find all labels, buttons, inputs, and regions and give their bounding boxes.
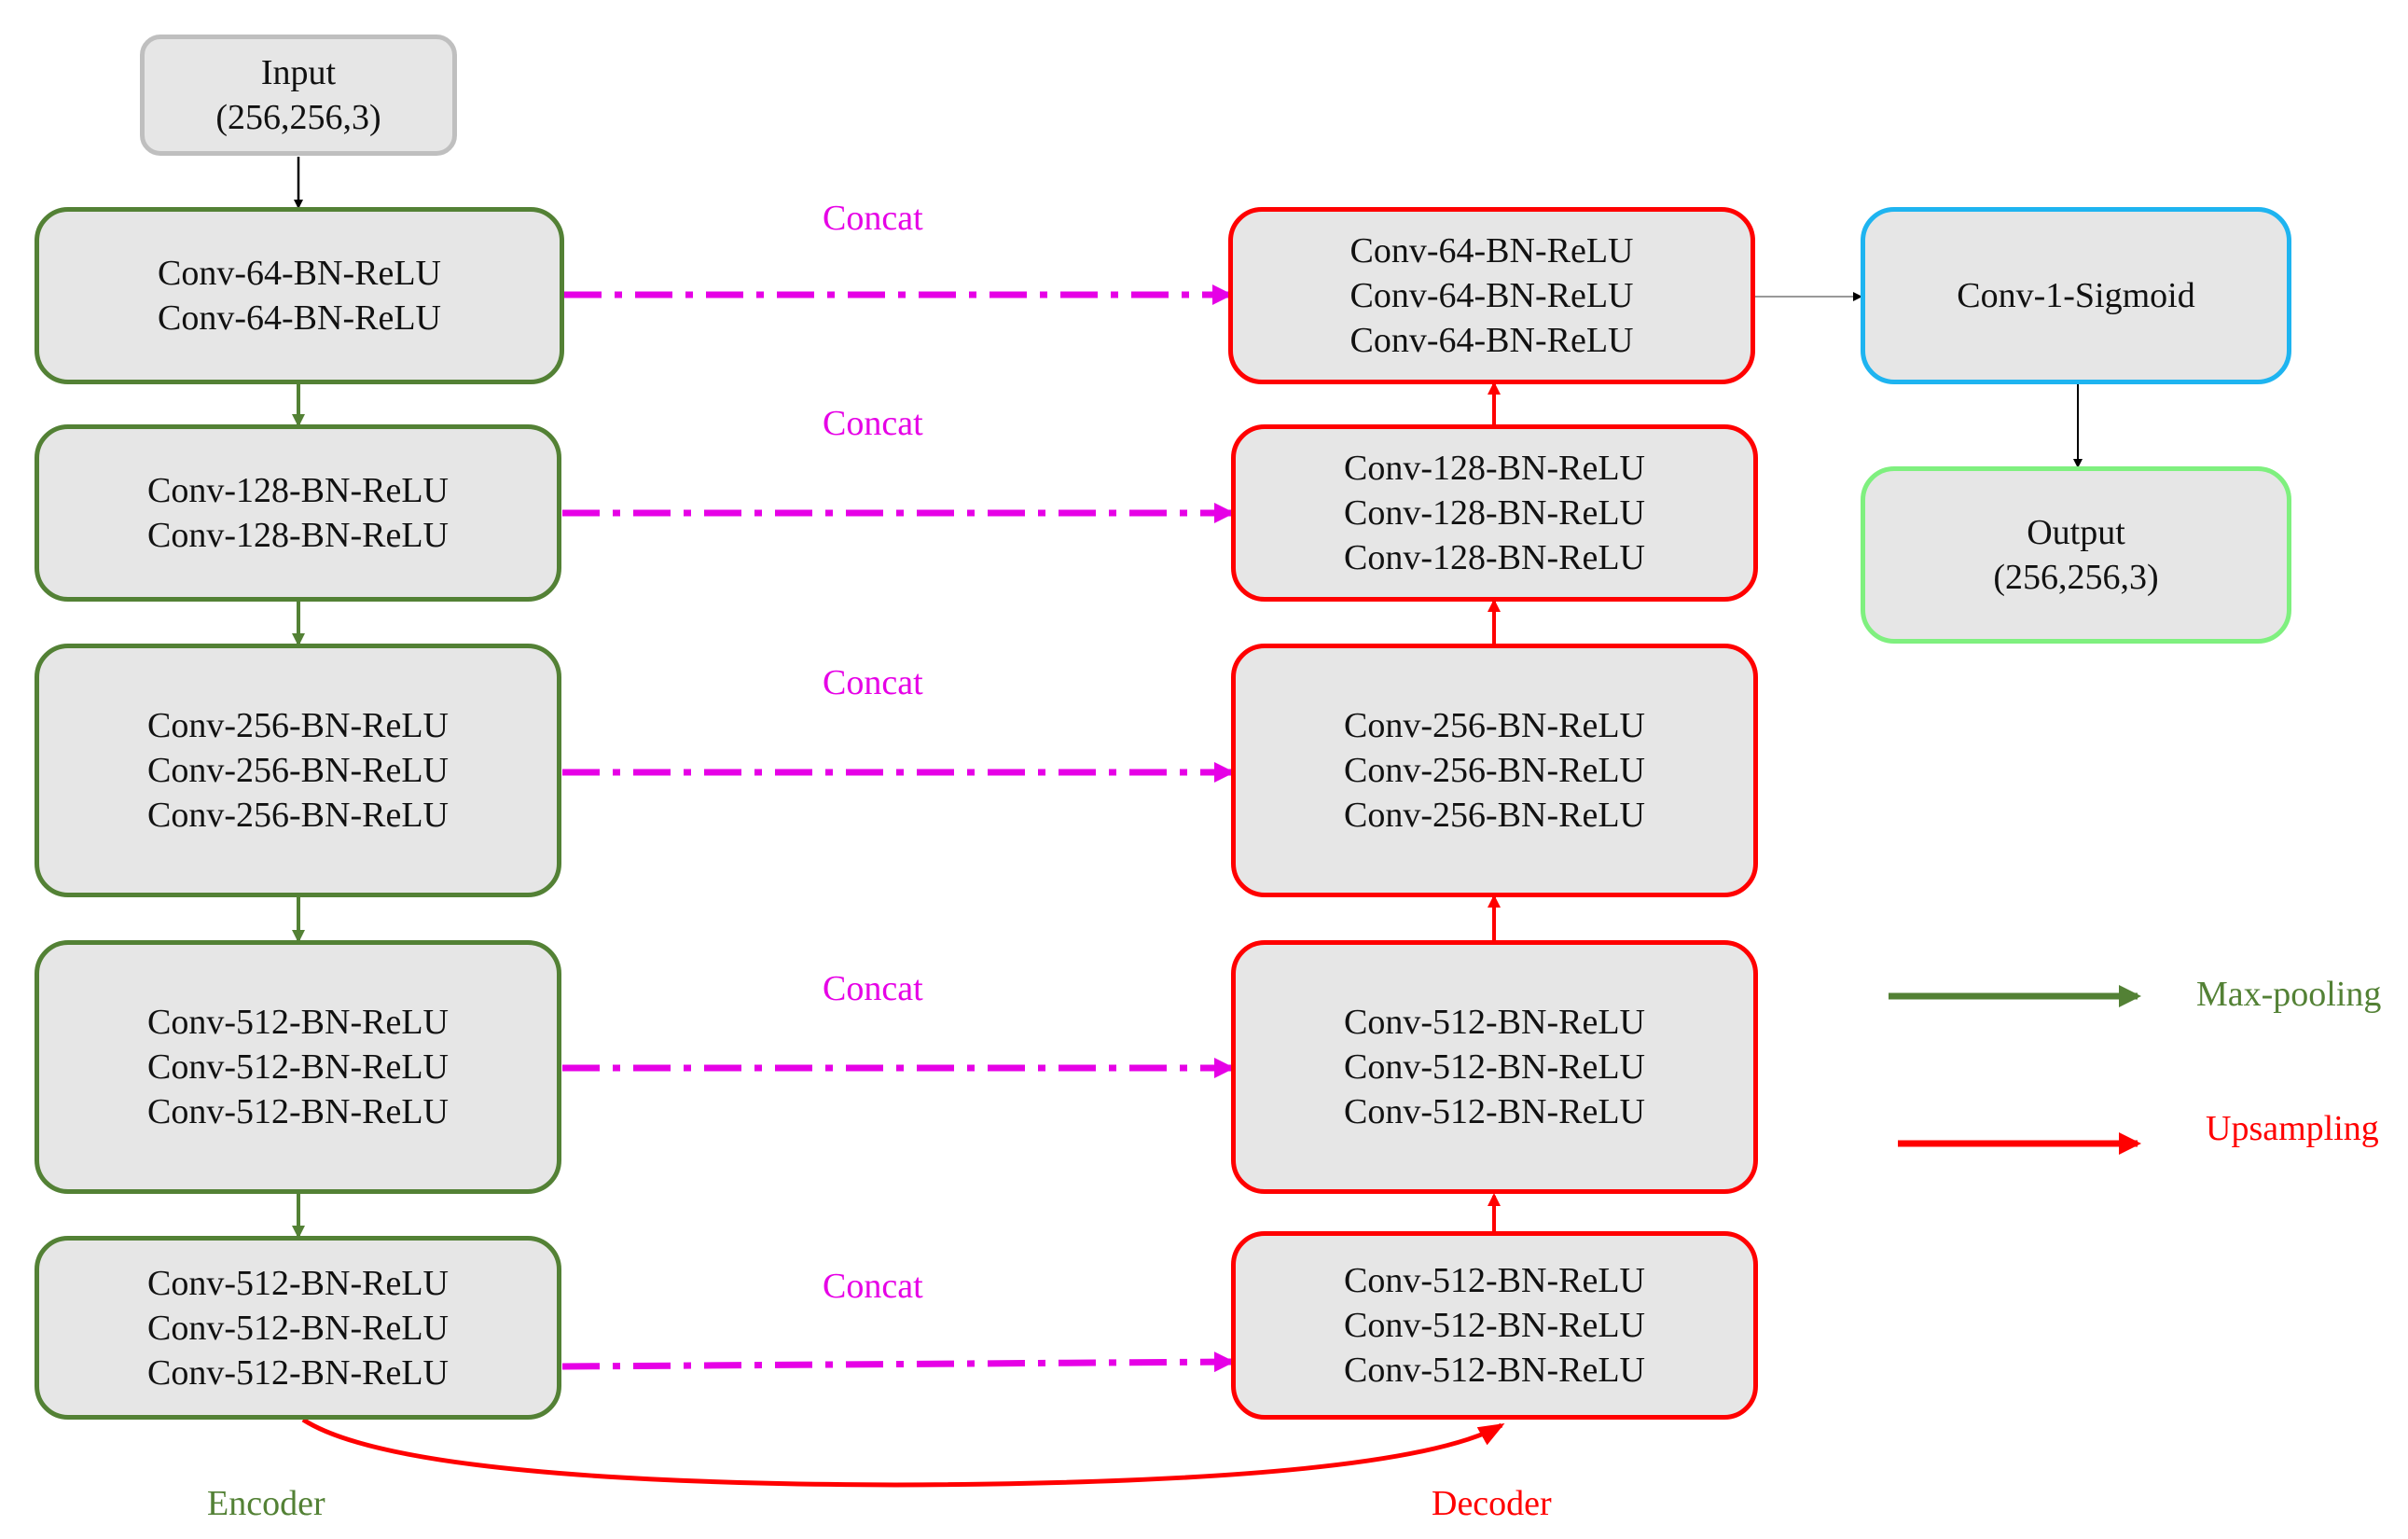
layer-label: Conv-256-BN-ReLU xyxy=(1344,706,1645,745)
layer-label: Conv-512-BN-ReLU xyxy=(147,1263,449,1303)
layer-label: Conv-512-BN-ReLU xyxy=(147,1003,449,1042)
layer-label: Conv-512-BN-ReLU xyxy=(147,1352,449,1393)
decoder-label: Decoder xyxy=(1432,1484,1552,1523)
layer-label: Conv-256-BN-ReLU xyxy=(147,751,449,790)
encoder-block-1: Conv-64-BN-ReLU Conv-64-BN-ReLU xyxy=(35,207,564,384)
input-node: Input (256,256,3) xyxy=(140,35,457,156)
layer-label: Conv-128-BN-ReLU xyxy=(147,516,449,555)
layer-label: Conv-128-BN-ReLU xyxy=(1344,538,1645,577)
input-title: Input xyxy=(260,53,337,92)
layer-label: Conv-256-BN-ReLU xyxy=(147,706,449,745)
layer-label: Conv-256-BN-ReLU xyxy=(1344,796,1645,835)
layer-label: Conv-64-BN-ReLU xyxy=(158,298,441,338)
output-title: Output xyxy=(2027,513,2125,552)
layer-label: Conv-64-BN-ReLU xyxy=(1349,321,1634,360)
layer-label: Conv-512-BN-ReLU xyxy=(147,1047,449,1087)
decoder-block-1: Conv-64-BN-ReLU Conv-64-BN-ReLU Conv-64-… xyxy=(1228,207,1755,384)
decoder-block-3: Conv-256-BN-ReLU Conv-256-BN-ReLU Conv-2… xyxy=(1231,644,1758,897)
encoder-block-2: Conv-128-BN-ReLU Conv-128-BN-ReLU xyxy=(35,424,561,602)
encoder-block-4: Conv-512-BN-ReLU Conv-512-BN-ReLU Conv-5… xyxy=(35,940,561,1194)
layer-label: Conv-256-BN-ReLU xyxy=(1344,751,1645,790)
concat-label-4: Concat xyxy=(823,969,923,1008)
output-node: Output (256,256,3) xyxy=(1861,466,2291,644)
decoder-block-2: Conv-128-BN-ReLU Conv-128-BN-ReLU Conv-1… xyxy=(1231,424,1758,602)
layer-label: Conv-64-BN-ReLU xyxy=(1349,276,1634,315)
layer-label: Conv-64-BN-ReLU xyxy=(158,254,441,293)
layer-label: Conv-512-BN-ReLU xyxy=(1344,1351,1645,1390)
decoder-block-5: Conv-512-BN-ReLU Conv-512-BN-ReLU Conv-5… xyxy=(1231,1231,1758,1420)
decoder-block-4: Conv-512-BN-ReLU Conv-512-BN-ReLU Conv-5… xyxy=(1231,940,1758,1194)
layer-label: Conv-512-BN-ReLU xyxy=(1344,1047,1645,1087)
layer-label: Conv-128-BN-ReLU xyxy=(1344,493,1645,533)
legend-upsample-label: Upsampling xyxy=(2206,1109,2379,1148)
layer-label: Conv-128-BN-ReLU xyxy=(1344,449,1645,488)
layer-label: Conv-512-BN-ReLU xyxy=(147,1308,449,1348)
input-shape: (256,256,3) xyxy=(215,98,381,137)
layer-label: Conv-128-BN-ReLU xyxy=(147,471,449,510)
layer-label: Conv-512-BN-ReLU xyxy=(147,1092,449,1131)
concat-label-1: Concat xyxy=(823,199,923,238)
bottleneck-upsample-curve xyxy=(301,1417,1505,1488)
output-shape: (256,256,3) xyxy=(1993,558,2159,597)
layer-label: Conv-512-BN-ReLU xyxy=(1344,1261,1645,1300)
concat-label-5: Concat xyxy=(823,1267,923,1306)
layer-label: Conv-256-BN-ReLU xyxy=(147,796,449,835)
layer-label: Conv-512-BN-ReLU xyxy=(1344,1306,1645,1345)
layer-label: Conv-512-BN-ReLU xyxy=(1344,1003,1645,1042)
concat-label-2: Concat xyxy=(823,404,923,443)
sigmoid-node: Conv-1-Sigmoid xyxy=(1861,207,2291,384)
layer-label: Conv-512-BN-ReLU xyxy=(1344,1092,1645,1131)
encoder-label: Encoder xyxy=(207,1484,325,1523)
legend-maxpool-label: Max-pooling xyxy=(2196,975,2382,1014)
encoder-block-5: Conv-512-BN-ReLU Conv-512-BN-ReLU Conv-5… xyxy=(35,1236,561,1420)
encoder-block-3: Conv-256-BN-ReLU Conv-256-BN-ReLU Conv-2… xyxy=(35,644,561,897)
layer-label: Conv-64-BN-ReLU xyxy=(1349,231,1634,270)
sigmoid-label: Conv-1-Sigmoid xyxy=(1957,276,2195,315)
concat-label-3: Concat xyxy=(823,663,923,702)
concat-arrow-5 xyxy=(561,1352,1235,1373)
